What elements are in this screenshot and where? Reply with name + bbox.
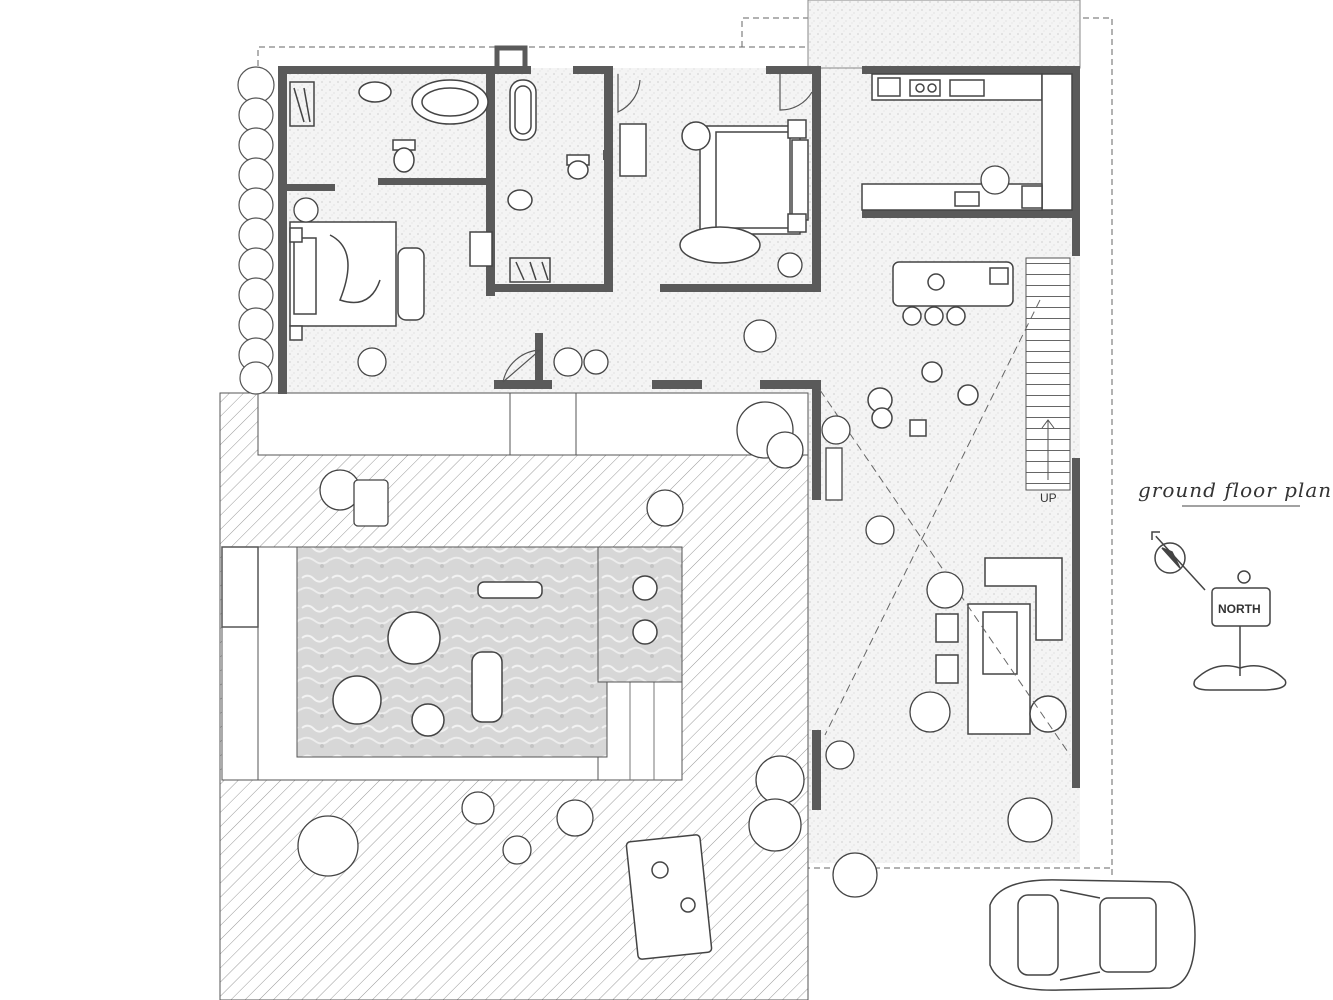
- plan-title: ground floor plan: [1138, 478, 1332, 502]
- stair-icon: [1025, 257, 1071, 491]
- north-sign-label: NORTH: [1218, 602, 1261, 616]
- stair-up-label: UP: [1040, 491, 1057, 505]
- bed-icon: [289, 221, 493, 341]
- toilet-icon: [358, 81, 590, 211]
- person-icon: [297, 165, 1010, 877]
- planter: [821, 415, 855, 770]
- bathtub-icon: [411, 79, 537, 141]
- sofa-icon: [935, 557, 1067, 735]
- car-icon: [989, 879, 1196, 991]
- picnic-blanket: [625, 834, 713, 960]
- hedge: [237, 66, 275, 395]
- dining-table: [867, 361, 979, 437]
- tree-icon: [293, 197, 1053, 898]
- bed-icon: [619, 119, 809, 264]
- kitchen-island: [892, 261, 1014, 326]
- pool-float-icon: [332, 575, 658, 737]
- kitchen-counter-icon: [861, 73, 1073, 211]
- north-arrow-icon: [1151, 531, 1206, 591]
- door-icon: [502, 74, 813, 383]
- north-sign-icon: [1193, 570, 1287, 691]
- shower-icon: [289, 81, 551, 283]
- walls: [278, 45, 1080, 810]
